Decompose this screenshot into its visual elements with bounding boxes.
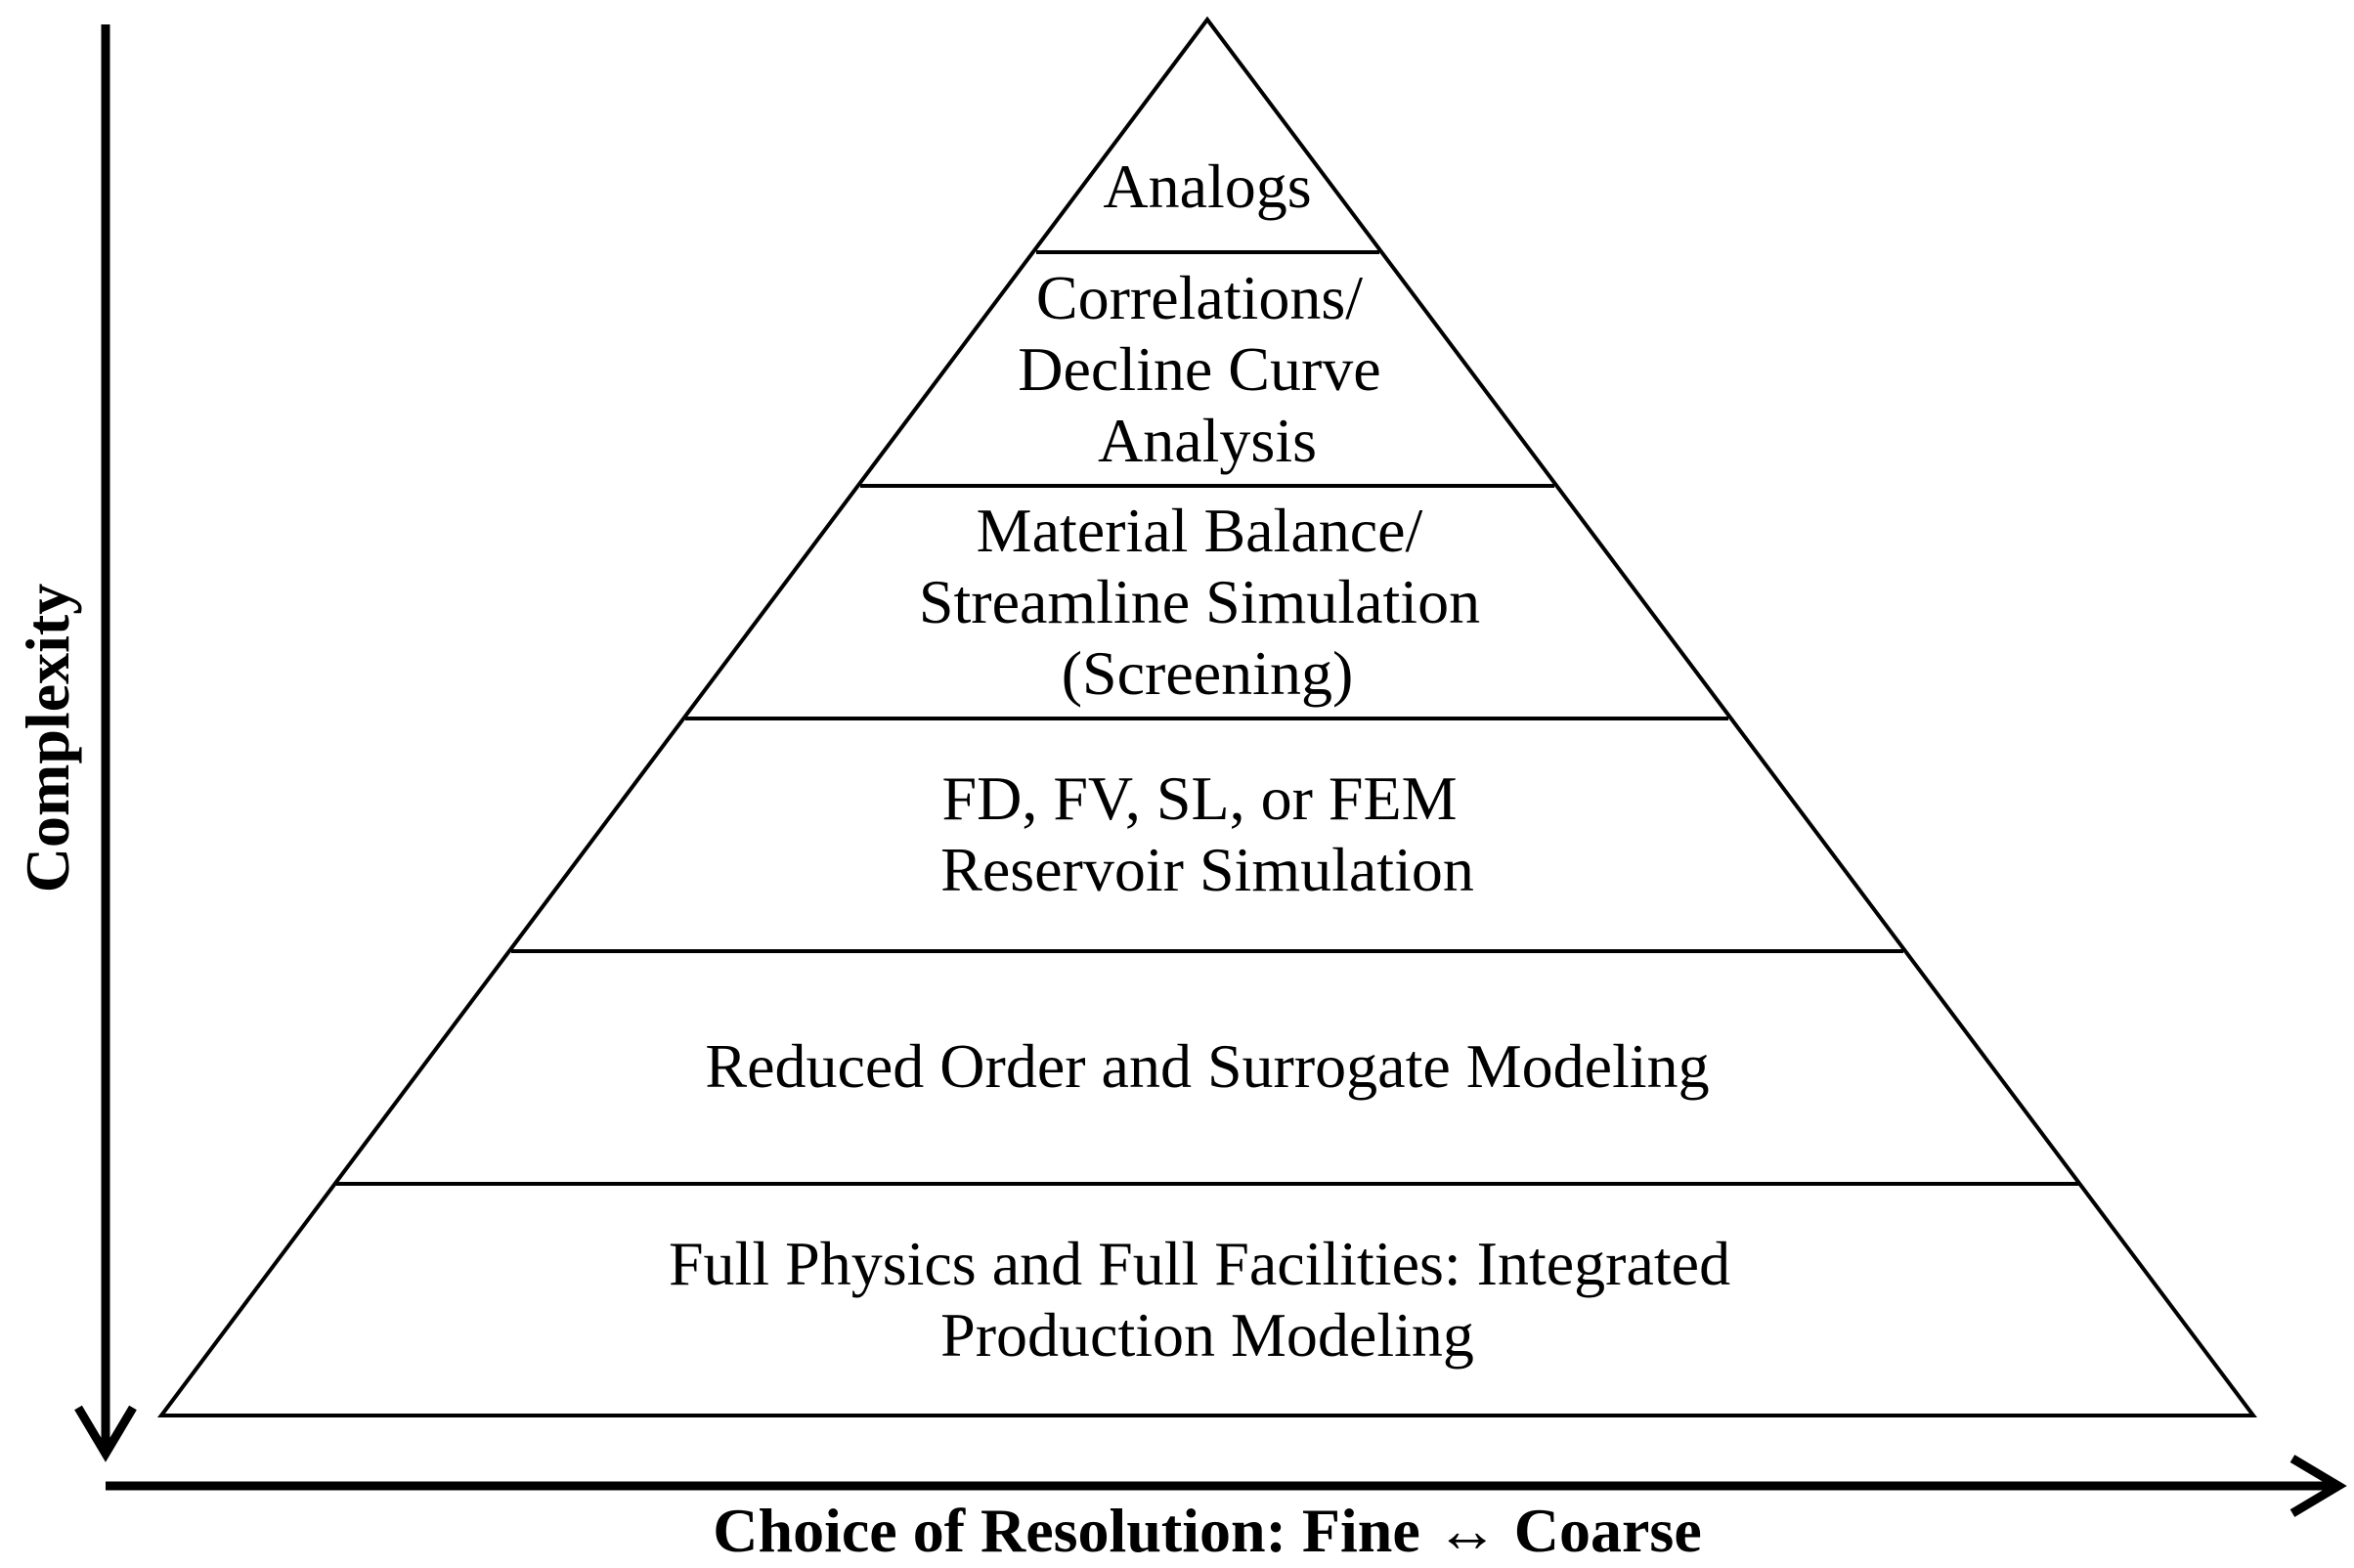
tier-full-physics-label: Full Physics and Full Facilities: Integr…	[669, 1229, 1746, 1370]
tier-labels: Analogs Correlations/ Decline Curve Anal…	[669, 152, 1746, 1370]
tier-label-line: Decline Curve	[1018, 334, 1380, 404]
pyramid-outline	[157, 16, 2257, 1417]
tier-label-line: Correlations/	[1036, 263, 1363, 332]
horizontal-axis: Choice of Resolution: Fine ↔ Coarse	[106, 1455, 2347, 1565]
tier-label-line: Analogs	[1103, 152, 1311, 221]
tier-analogs-label: Analogs	[1103, 152, 1311, 221]
tier-correlations-label: Correlations/ Decline Curve Analysis	[1018, 263, 1396, 475]
tier-dividers	[336, 250, 2078, 1186]
vertical-axis: Complexity	[13, 24, 137, 1462]
tier-label-line: Reduced Order and Surrogate Modeling	[705, 1031, 1709, 1101]
right-arrowhead-icon	[2289, 1455, 2347, 1517]
tier-label-line: Material Balance/	[977, 496, 1423, 565]
tier-label-line: Full Physics and Full Facilities: Integr…	[669, 1229, 1730, 1298]
tier-reduced-order-label: Reduced Order and Surrogate Modeling	[705, 1031, 1709, 1101]
tier-label-line: Streamline Simulation	[919, 567, 1480, 636]
tier-label-line: (Screening)	[1062, 638, 1354, 708]
vertical-axis-label: Complexity	[13, 584, 82, 893]
tier-label-line: FD, FV, SL, or FEM	[942, 763, 1458, 833]
tier-label-line: Analysis	[1098, 406, 1317, 475]
horizontal-axis-label: Choice of Resolution: Fine ↔ Coarse	[713, 1496, 1701, 1565]
tier-label-line: Production Modeling	[940, 1300, 1474, 1370]
tier-material-balance-label: Material Balance/ Streamline Simulation …	[919, 496, 1496, 708]
tier-label-line: Reservoir Simulation	[940, 835, 1474, 904]
tier-reservoir-simulation-label: FD, FV, SL, or FEM Reservoir Simulation	[940, 763, 1474, 904]
down-arrowhead-icon	[74, 1405, 137, 1462]
